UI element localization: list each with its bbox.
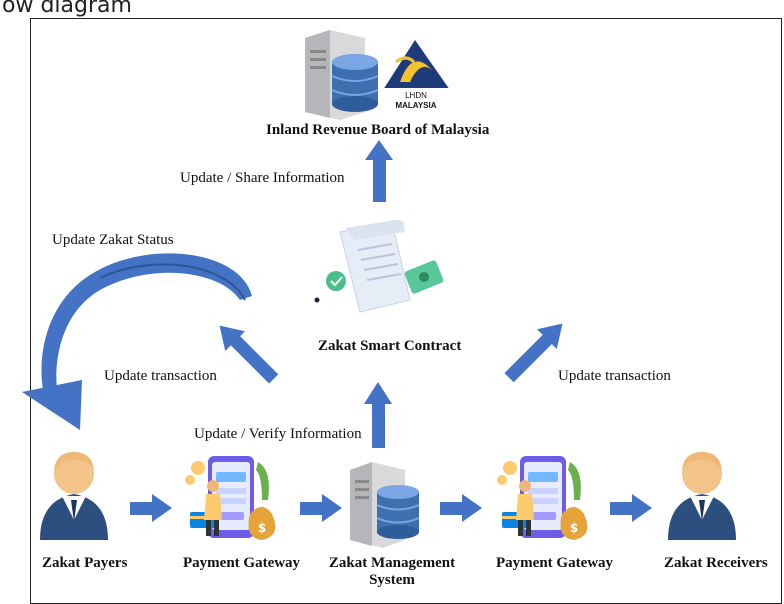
edge-label-update-verify: Update / Verify Information (194, 426, 362, 442)
heading-fragment: ow diagram (2, 0, 132, 18)
smart-contract-label: Zakat Smart Contract (318, 338, 462, 354)
curved-status-arrow (22, 253, 253, 430)
management-server-icon (350, 462, 420, 548)
edge-label-update-status: Update Zakat Status (52, 232, 174, 248)
management-label-line2: System (369, 572, 415, 588)
smart-contract-icon (314, 219, 444, 313)
edge-label-update-tx-right: Update transaction (558, 368, 671, 384)
arrow-gateway-to-management (300, 494, 342, 522)
payment-gateway-right-icon: $ (497, 456, 588, 540)
receiver-person-icon (668, 452, 736, 540)
arrow-middle-up (364, 382, 392, 448)
arrow-left-diagonal (219, 325, 279, 384)
svg-text:$: $ (258, 521, 266, 535)
irb-server-icon (305, 30, 379, 120)
payment-gateway-left-icon: $ (185, 456, 276, 540)
irb-label: Inland Revenue Board of Malaysia (266, 122, 490, 138)
payer-person-icon (40, 452, 108, 540)
lhdn-logo-icon (378, 40, 456, 110)
lhdn-logo-bottom-text: MALAYSIA (395, 101, 436, 110)
arrow-payer-to-gateway (130, 494, 172, 522)
arrow-gateway-to-receivers (610, 494, 652, 522)
edge-label-update-tx-left: Update transaction (104, 368, 217, 384)
arrow-right-diagonal (504, 323, 563, 383)
payers-label: Zakat Payers (42, 555, 128, 571)
gateway-right-label: Payment Gateway (496, 555, 614, 571)
svg-text:$: $ (570, 521, 578, 535)
lhdn-logo-top-text: LHDN (405, 91, 427, 100)
arrow-management-to-gateway (440, 494, 482, 522)
management-label-line1: Zakat Management (328, 555, 456, 571)
edge-label-update-share: Update / Share Information (180, 170, 345, 186)
receivers-label: Zakat Receivers (664, 555, 768, 571)
gateway-left-label: Payment Gateway (183, 555, 301, 571)
arrow-to-irb (365, 140, 393, 202)
